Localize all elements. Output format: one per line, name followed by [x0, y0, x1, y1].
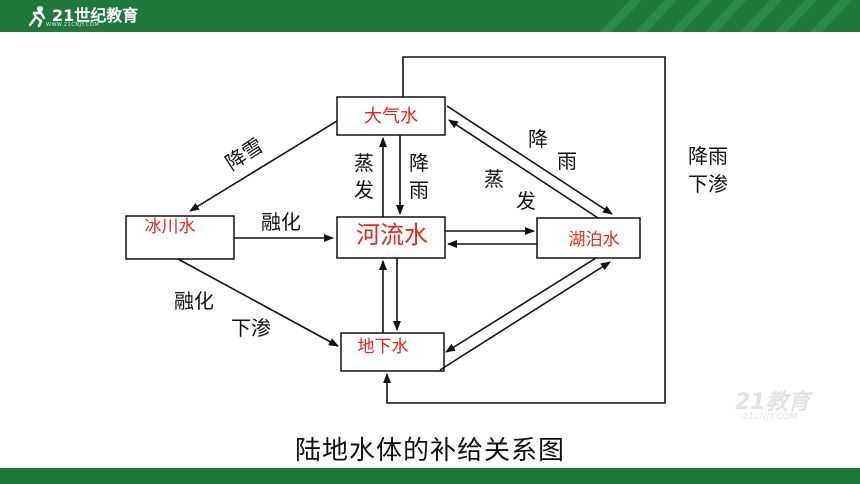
- edge-label-evaporation-river-2: 发: [354, 178, 374, 202]
- arrow-glacier-to-groundwater: [177, 258, 339, 347]
- edge-label-evap-lake-2: 发: [516, 189, 536, 213]
- edge-label-rain-seep-1: 降雨: [688, 144, 728, 168]
- arrow-atmosphere-to-glacier: [189, 120, 338, 212]
- header-stripes-decoration: [600, 0, 852, 32]
- logo-text: 21世纪教育: [52, 6, 139, 25]
- arrow-atmosphere-to-lake: [446, 105, 613, 215]
- node-label-groundwater: 地下水: [358, 337, 409, 357]
- node-label-atmosphere: 大气水: [364, 106, 418, 127]
- node-box-river: [336, 216, 446, 259]
- brand-logo: 21世纪教育: [26, 4, 138, 28]
- edge-label-evaporation-river-1: 蒸: [354, 151, 374, 175]
- watermark: 21教育: [735, 390, 810, 415]
- edge-label-rain-river-1: 降: [409, 151, 429, 175]
- arrow-lake-to-atmosphere: [448, 119, 599, 219]
- edge-label-rain-seep-2: 下渗: [688, 172, 728, 196]
- runner-logo-icon: [28, 6, 46, 27]
- footer-bar: [0, 468, 860, 484]
- edge-label-evap-lake-1: 蒸: [484, 167, 504, 191]
- node-box-atmosphere: [336, 96, 446, 136]
- node-box-lake: [536, 217, 641, 259]
- node-label-river: 河流水: [356, 221, 428, 249]
- edge-label-rain-river-2: 雨: [409, 178, 429, 202]
- watermark-subtext: 21CNJY.COM: [742, 412, 798, 422]
- edge-label-melt-seep-1: 融化: [174, 289, 214, 313]
- arrow-groundwater-to-lake: [439, 261, 611, 371]
- node-label-glacier: 冰川水: [145, 217, 196, 237]
- node-label-lake: 湖泊水: [569, 230, 620, 250]
- logo-subtext: WWW.21CNJY.COM: [46, 22, 100, 28]
- edge-label-snowfall: 降雪: [221, 133, 268, 175]
- edge-label-melt-seep-2: 下渗: [231, 316, 271, 340]
- diagram-caption: 陆地水体的补给关系图: [294, 436, 565, 466]
- edge-label-melt: 融化: [261, 210, 301, 234]
- edge-label-rain-lake-1: 降: [528, 127, 548, 151]
- arrow-atmosphere-to-groundwater-loop: [383, 56, 666, 404]
- edge-label-rain-lake-2: 雨: [557, 149, 577, 173]
- node-box-groundwater: [340, 332, 445, 372]
- arrow-lake-to-groundwater: [445, 257, 597, 353]
- node-box-glacier: [125, 215, 235, 260]
- header-bar: 21世纪教育 WWW.21CNJY.COM: [0, 0, 860, 32]
